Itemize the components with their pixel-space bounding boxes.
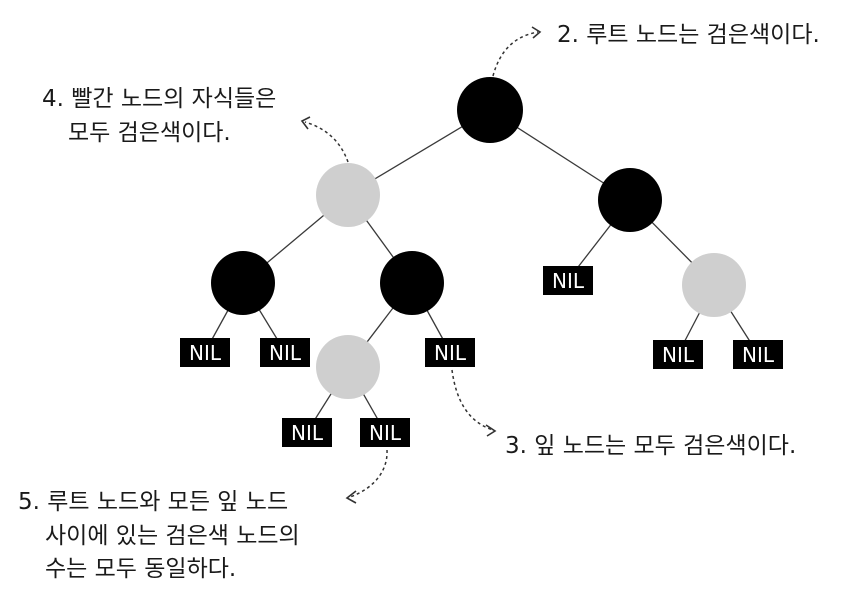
node-root (457, 77, 523, 143)
nil-leaves: NIL NIL NIL NIL NIL NIL NIL NIL (180, 266, 783, 447)
nil-leaf: NIL (180, 338, 230, 367)
nil-label: NIL (269, 341, 302, 365)
node-left-right (380, 251, 444, 315)
rule3-text: 3. 잎 노드는 모두 검은색이다. (505, 433, 796, 459)
nil-leaf: NIL (653, 340, 703, 369)
rule4-text-line1: 4. 빨간 노드의 자식들은 (42, 86, 276, 112)
nil-label: NIL (662, 343, 695, 367)
arrow-rule3-head (485, 424, 497, 437)
nil-leaf: NIL (360, 418, 410, 447)
arrow-rule3 (451, 369, 494, 431)
nil-label: NIL (189, 341, 222, 365)
arrow-rule4-head (300, 116, 311, 130)
nil-leaf: NIL (260, 338, 310, 367)
tree-nodes (211, 77, 746, 399)
rule4-text-line2: 모두 검은색이다. (68, 120, 231, 146)
arrow-rule5 (349, 449, 388, 498)
nil-leaf: NIL (282, 418, 332, 447)
arrow-rule4 (304, 121, 349, 163)
node-left-left (211, 251, 275, 315)
rule5-text-line3: 수는 모두 동일하다. (45, 556, 236, 582)
rule2-text: 2. 루트 노드는 검은색이다. (557, 22, 820, 48)
nil-leaf: NIL (425, 338, 475, 367)
nil-leaf: NIL (543, 266, 593, 295)
annotation-arrows (300, 26, 542, 504)
tree-edges (204, 109, 759, 433)
arrow-rule2 (492, 31, 539, 77)
nil-label: NIL (742, 343, 775, 367)
rule5-text-line1: 5. 루트 노드와 모든 잎 노드 (18, 489, 288, 515)
arrow-rule2-head (531, 26, 542, 39)
nil-label: NIL (369, 421, 402, 445)
node-right-right (682, 253, 746, 317)
rule5-text-line2: 사이에 있는 검은색 노드의 (45, 523, 300, 549)
node-left-right-left (316, 335, 380, 399)
annotations: 2. 루트 노드는 검은색이다. 4. 빨간 노드의 자식들은 모두 검은색이다… (18, 22, 820, 582)
node-right (598, 168, 662, 232)
nil-leaf: NIL (733, 340, 783, 369)
nil-label: NIL (291, 421, 324, 445)
nil-label: NIL (552, 269, 585, 293)
nil-label: NIL (434, 341, 467, 365)
arrow-rule5-head (345, 490, 357, 504)
node-left (316, 163, 380, 227)
